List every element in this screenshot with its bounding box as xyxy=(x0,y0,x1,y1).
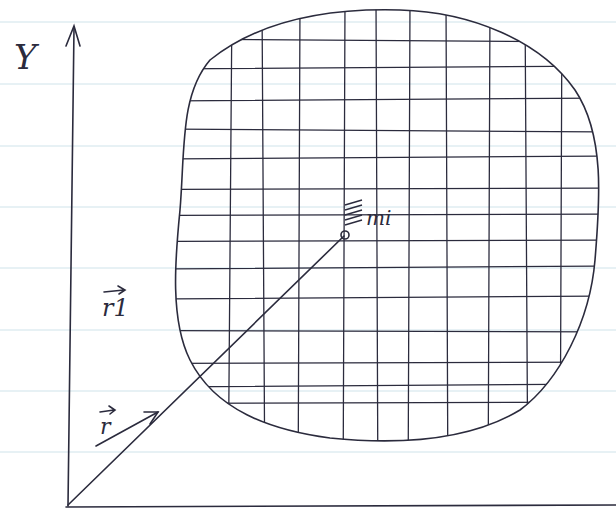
vector-bar xyxy=(104,286,125,294)
unit-vector-head xyxy=(144,412,158,424)
y-axis-arrow xyxy=(66,26,80,46)
vector-bar xyxy=(100,406,115,414)
y-axis xyxy=(68,28,74,506)
position-vector xyxy=(68,236,344,505)
x-axis xyxy=(66,505,616,507)
mass-element xyxy=(345,200,362,225)
paper-lines xyxy=(0,22,616,452)
mass-label: mi xyxy=(366,208,391,228)
vector-label: r1 xyxy=(102,296,129,320)
vector-label: r xyxy=(100,416,111,438)
mass-point xyxy=(341,231,349,239)
axis-label: Y xyxy=(14,40,36,74)
body-outline xyxy=(176,10,599,441)
unit-vector xyxy=(96,412,158,446)
